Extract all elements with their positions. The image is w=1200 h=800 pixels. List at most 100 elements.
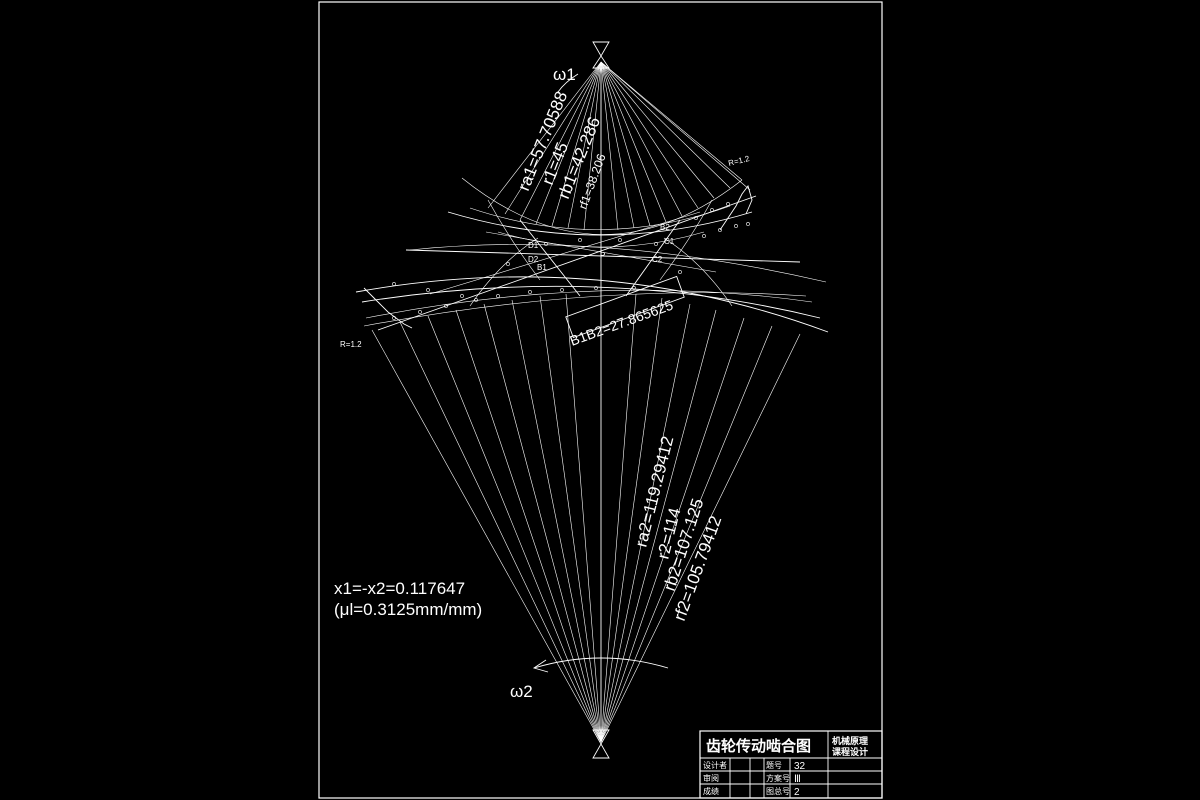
gear2-root-arc xyxy=(363,292,807,327)
point-d1-label: D1 xyxy=(528,241,539,250)
construction-point xyxy=(426,288,430,292)
gear1-radial-line xyxy=(487,61,602,209)
gear2-radial-line xyxy=(371,329,602,743)
gear2-radial-lines xyxy=(371,293,801,743)
gear2-radial-line xyxy=(455,309,602,743)
gear2-radial-line xyxy=(511,299,602,743)
gear2-radial-line xyxy=(600,303,691,743)
gear2-addendum-arc xyxy=(355,276,829,333)
construction-point xyxy=(460,294,464,298)
tooth-flank xyxy=(519,219,581,297)
designer-label: 设计者 xyxy=(703,760,727,770)
gear2-radial-line xyxy=(399,321,602,743)
point-c1-label: C1 xyxy=(664,237,675,246)
gear1-radial-line xyxy=(600,61,635,229)
subject-line-1: 机械原理 xyxy=(832,735,868,747)
gear1-radial-line xyxy=(600,61,715,199)
gear2-radial-line xyxy=(600,325,773,743)
construction-point xyxy=(618,238,622,242)
fillet-left-label: R=1.2 xyxy=(340,340,362,349)
action-line xyxy=(377,195,757,331)
gear2-radial-line xyxy=(600,317,745,743)
gear1-addendum-arc xyxy=(447,211,753,236)
gear2-pitch-arc xyxy=(361,285,821,319)
gear1-radial-line xyxy=(600,61,683,217)
gear2-base-arc xyxy=(365,289,813,319)
omega2-arrow-icon xyxy=(532,659,549,673)
gear2-radial-line xyxy=(565,293,602,743)
common-tangent xyxy=(405,249,801,263)
construction-point xyxy=(654,242,658,246)
problem-number-value: 32 xyxy=(794,761,806,772)
gear2-outer-arc xyxy=(409,244,827,283)
omega1-direction-arc xyxy=(557,73,579,93)
gear1-radial-line xyxy=(600,61,667,223)
b1b2-label: B1B2=27.865625 xyxy=(568,297,676,349)
construction-point xyxy=(734,224,738,228)
b1b2-box xyxy=(565,275,685,339)
gear1-tooth-right xyxy=(659,199,713,281)
point-c2-label: C2 xyxy=(652,255,663,264)
gear1-radial-line xyxy=(583,61,602,231)
bottom-pivot-icon xyxy=(592,729,610,759)
construction-point xyxy=(702,234,706,238)
gear1-radial-line xyxy=(551,61,602,227)
omega1-label: ω1 xyxy=(553,65,576,84)
gear1-radial-lines xyxy=(487,61,751,231)
tooth-profiles xyxy=(363,185,753,329)
gear2-radial-line xyxy=(539,295,602,743)
gear2-radial-line xyxy=(600,293,637,743)
gear1-radial-line xyxy=(535,61,602,225)
line-of-action xyxy=(377,195,801,331)
point-d2-label: D2 xyxy=(528,255,539,264)
gear2-radial-line xyxy=(600,333,801,743)
gear2-tooth-right xyxy=(663,237,733,307)
construction-point xyxy=(544,242,548,246)
construction-point xyxy=(632,286,636,290)
gear1-radial-line xyxy=(600,61,651,227)
construction-point xyxy=(678,270,682,274)
construction-point xyxy=(418,310,422,314)
construction-point xyxy=(392,282,396,286)
gear2-radial-line xyxy=(600,309,717,743)
gear1-circles xyxy=(447,177,753,248)
construction-point xyxy=(718,228,722,232)
omega2-direction-arc xyxy=(533,657,669,669)
title-block-border xyxy=(699,730,883,799)
gear1-radial-line xyxy=(504,61,602,215)
gear1-tooth-left xyxy=(487,199,541,281)
scheme-number-label: 方案号 xyxy=(766,773,790,783)
sheet-border xyxy=(318,1,883,799)
gear1-radial-line xyxy=(600,61,619,231)
gear1-radial-line xyxy=(600,61,743,181)
gear2-radial-line xyxy=(600,297,663,743)
scale-label: (μl=0.3125mm/mm) xyxy=(334,600,482,619)
gear1-radial-line xyxy=(567,61,602,229)
point-b1-label: B1 xyxy=(537,263,547,272)
construction-point xyxy=(578,238,582,242)
gear1-pitch-arc xyxy=(461,177,743,235)
gear2-radial-line xyxy=(427,315,602,743)
auxiliary-line xyxy=(485,231,717,273)
gear1-base-arc xyxy=(469,205,731,230)
tooth-flank xyxy=(625,219,681,297)
construction-point xyxy=(594,286,598,290)
left-involute xyxy=(363,287,413,329)
construction-point xyxy=(560,288,564,292)
construction-point xyxy=(528,290,532,294)
title-block: 齿轮传动啮合图 机械原理 课程设计 设计者 审阅 成绩 题号 方案号 图总号 3… xyxy=(699,730,883,799)
subject-line-2: 课程设计 xyxy=(832,746,868,758)
problem-number-label: 题号 xyxy=(766,761,782,770)
omega2-label: ω2 xyxy=(510,682,533,701)
drawing-number-label: 图总号 xyxy=(766,786,790,796)
gear2-circles xyxy=(355,244,829,333)
top-pivot-icon xyxy=(592,41,610,69)
drawing-number-value: 2 xyxy=(794,787,800,798)
construction-point xyxy=(444,304,448,308)
point-b2-label: B2 xyxy=(660,223,670,232)
auxiliary-line xyxy=(429,211,701,295)
gear1-radial-line xyxy=(600,61,731,189)
construction-point xyxy=(746,222,750,226)
gear1-radial-line xyxy=(519,61,602,221)
